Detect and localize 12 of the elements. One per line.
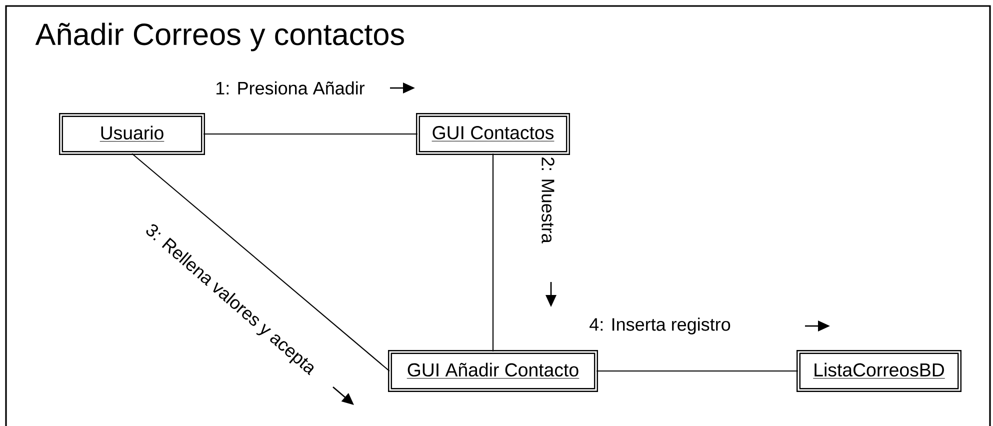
- message-label: 4: Inserta registro: [588, 316, 732, 336]
- title: Añadir Correos y contactos: [35, 22, 404, 52]
- object-box: GUI Añadir Contacto: [388, 350, 598, 392]
- object-box: Usuario: [59, 113, 205, 155]
- connector-line: [492, 154, 494, 352]
- connector-line: [204, 133, 418, 135]
- connector-line: [596, 370, 798, 372]
- object-box: GUI Contactos: [416, 113, 570, 155]
- object-box: ListaCorreosBD: [796, 350, 962, 392]
- message-label: 1: Presiona Añadir: [214, 80, 366, 96]
- connector-line: [132, 153, 390, 372]
- message-label: 2: Muestra: [540, 155, 556, 245]
